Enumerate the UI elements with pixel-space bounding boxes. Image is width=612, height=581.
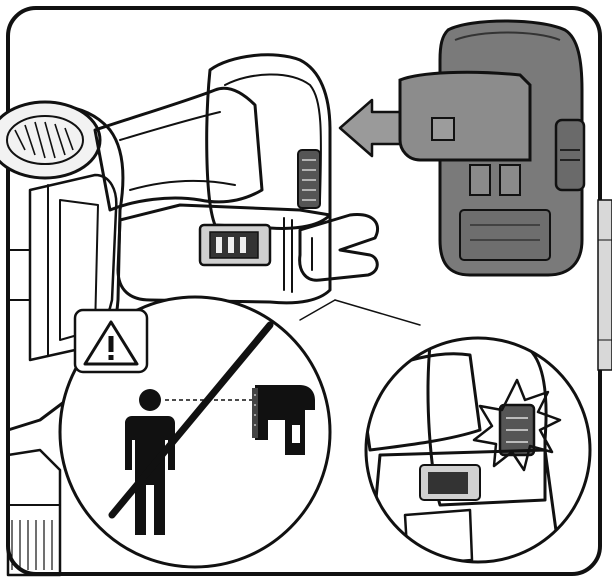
tool-handle <box>93 53 380 305</box>
nailer-icon <box>252 385 315 455</box>
side-tab <box>597 199 612 371</box>
nailer-body <box>0 100 125 432</box>
person-icon <box>125 389 175 535</box>
nail-magazine <box>6 448 62 577</box>
battery-latch <box>554 118 586 192</box>
detail-circle-panel <box>364 336 592 564</box>
battery-terminal <box>398 70 532 162</box>
click-starburst <box>472 378 562 472</box>
battery-pack <box>398 19 586 277</box>
battery-contact-slot <box>297 149 321 209</box>
prohibited-slash <box>108 321 274 519</box>
belt-hook <box>298 213 380 282</box>
warning-triangle-icon <box>73 308 149 374</box>
